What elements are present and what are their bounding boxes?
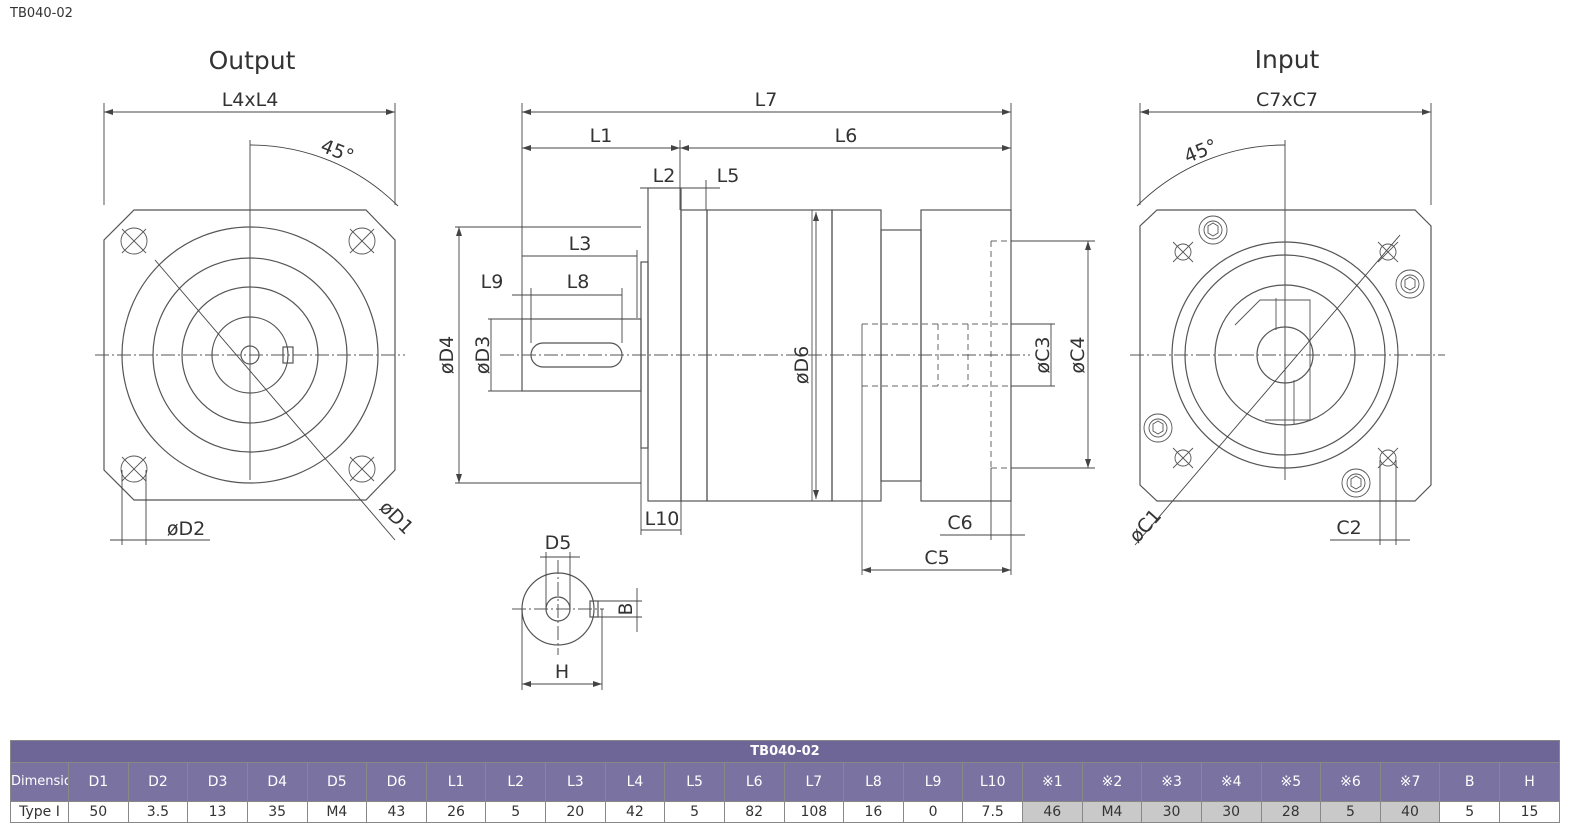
table-cell: 3.5 xyxy=(127,801,189,823)
table-cell: 46 xyxy=(1022,801,1083,823)
table-cell: 5 xyxy=(1320,801,1381,823)
input-title: Input xyxy=(1255,45,1320,74)
dim-L1: L1 xyxy=(590,125,613,147)
table-cell: 16 xyxy=(843,801,904,823)
table-cell: 7.5 xyxy=(962,801,1023,823)
table-cell: 108 xyxy=(783,801,845,823)
table-cell: 42 xyxy=(604,801,666,823)
dim-L4xL4: L4xL4 xyxy=(222,89,279,111)
column-header: L9 xyxy=(902,762,964,802)
column-header: B xyxy=(1439,762,1500,802)
spec-table: TB040-02 DimensionD1D2D3D4D5D6L1L2L3L4L5… xyxy=(10,740,1560,823)
angle-45-input: 45° xyxy=(1181,135,1220,168)
column-header: D2 xyxy=(127,762,189,802)
input-view: Input C7xC7 45° xyxy=(1125,45,1445,547)
column-header: ※4 xyxy=(1200,762,1262,802)
column-header: D1 xyxy=(68,762,129,802)
table-cell: 20 xyxy=(545,801,606,823)
column-header: L1 xyxy=(425,762,487,802)
dim-C7xC7: C7xC7 xyxy=(1256,89,1318,111)
column-header: L7 xyxy=(783,762,845,802)
dim-B: B xyxy=(615,602,637,615)
table-header-row: DimensionD1D2D3D4D5D6L1L2L3L4L5L6L7L8L9L… xyxy=(10,762,1560,802)
table-cell: 28 xyxy=(1260,801,1322,823)
table-cell: 35 xyxy=(246,801,308,823)
table-cell: M4 xyxy=(1081,801,1143,823)
dim-L10: L10 xyxy=(645,508,680,530)
dim-L8: L8 xyxy=(567,271,590,293)
dim-D6: øD6 xyxy=(791,346,813,384)
output-view: Output L4xL4 45° øD1 xyxy=(95,46,418,545)
column-header: D5 xyxy=(306,762,368,802)
table-cell: 5 xyxy=(1439,801,1500,823)
technical-drawing: Output L4xL4 45° øD1 xyxy=(95,45,1445,690)
table-cell: 40 xyxy=(1379,801,1441,823)
table-cell: 30 xyxy=(1141,801,1202,823)
column-header: ※5 xyxy=(1260,762,1322,802)
document-id: TB040-02 xyxy=(10,6,73,21)
column-header: L8 xyxy=(843,762,904,802)
dim-L7: L7 xyxy=(755,89,778,111)
side-view: L7 L1 L6 L2 L5 xyxy=(436,89,1095,575)
dim-L6: L6 xyxy=(835,125,858,147)
dim-C4: øC4 xyxy=(1067,337,1089,374)
dim-L3: L3 xyxy=(569,233,592,255)
table-cell: 50 xyxy=(68,801,129,823)
column-header: L3 xyxy=(545,762,606,802)
column-header: D3 xyxy=(187,762,248,802)
table-cell: Type Ⅰ xyxy=(10,801,69,823)
table-cell: 13 xyxy=(187,801,248,823)
column-header: ※3 xyxy=(1141,762,1202,802)
table-cell: 26 xyxy=(425,801,487,823)
column-header: ※1 xyxy=(1022,762,1083,802)
dim-C3: øC3 xyxy=(1032,337,1054,374)
dim-C2: C2 xyxy=(1336,517,1361,539)
column-header: D6 xyxy=(366,762,427,802)
table-cell: 5 xyxy=(664,801,725,823)
dim-D4: øD4 xyxy=(436,336,458,374)
dim-D2: øD2 xyxy=(167,518,205,540)
table-title: TB040-02 xyxy=(10,740,1560,763)
shaft-section-view: D5 B H xyxy=(512,532,642,690)
column-header: ※7 xyxy=(1379,762,1441,802)
table-cell: 0 xyxy=(902,801,964,823)
column-header: L4 xyxy=(604,762,666,802)
column-header: Dimension xyxy=(10,762,69,802)
column-header: H xyxy=(1499,762,1560,802)
dim-C1: øC1 xyxy=(1125,505,1166,547)
column-header: ※2 xyxy=(1081,762,1143,802)
table-cell: 82 xyxy=(723,801,785,823)
dim-D5: D5 xyxy=(545,532,572,554)
dim-L5: L5 xyxy=(717,165,740,187)
table-cell: M4 xyxy=(306,801,368,823)
dim-L2: L2 xyxy=(653,165,676,187)
table-cell: 43 xyxy=(366,801,427,823)
column-header: ※6 xyxy=(1320,762,1381,802)
column-header: L2 xyxy=(485,762,546,802)
column-header: L10 xyxy=(962,762,1023,802)
table-cell: 30 xyxy=(1200,801,1262,823)
column-header: D4 xyxy=(246,762,308,802)
output-title: Output xyxy=(209,46,296,75)
column-header: L5 xyxy=(664,762,725,802)
dim-C6: C6 xyxy=(947,512,972,534)
dim-D3: øD3 xyxy=(472,336,494,374)
dim-L9: L9 xyxy=(481,271,504,293)
column-header: L6 xyxy=(723,762,785,802)
dim-C5: C5 xyxy=(924,547,949,569)
table-cell: 5 xyxy=(485,801,546,823)
table-cell: 15 xyxy=(1499,801,1560,823)
angle-45-output: 45° xyxy=(318,135,357,168)
dim-H: H xyxy=(555,661,569,683)
dim-D1: øD1 xyxy=(375,496,418,539)
